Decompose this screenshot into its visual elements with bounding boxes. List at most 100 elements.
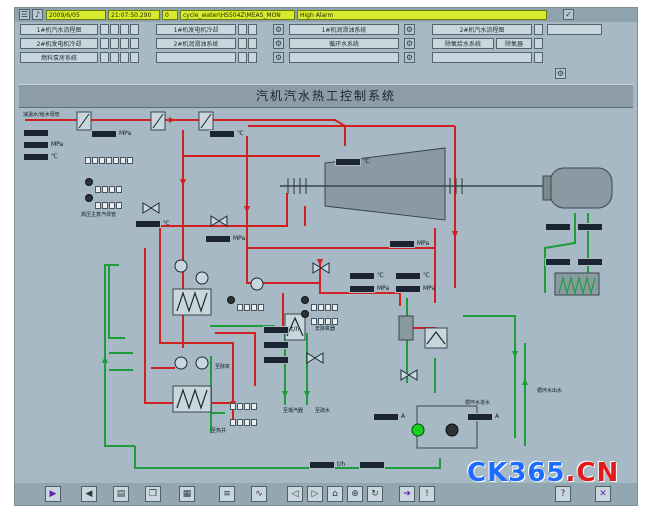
nav-cell[interactable] [110,52,119,63]
nav-blank[interactable] [547,24,602,35]
valves [142,202,418,381]
nav-cell[interactable] [110,38,119,49]
chart-icon[interactable]: ▦ [179,486,195,502]
alarm-status[interactable]: High Alarm [297,10,547,20]
alarm-bell-icon[interactable]: ♪ [32,9,43,20]
nav-cell[interactable] [238,38,247,49]
help-icon[interactable]: ? [555,486,571,502]
nav-cell[interactable] [110,24,119,35]
nav-cell[interactable] [130,24,139,35]
unit-label: ℃ [51,153,58,160]
nav-unit1-generator-cooling[interactable]: 1#机发电机冷却 [156,24,236,35]
nav-cell[interactable] [248,52,257,63]
bearing-marks [287,178,463,194]
copy-icon[interactable]: ❐ [145,486,161,502]
nav-cell[interactable] [100,38,109,49]
print-icon[interactable]: ▤ [113,486,129,502]
nav-cell[interactable] [100,52,109,63]
home-icon[interactable]: ⌂ [327,486,343,502]
desuperheat-water-label: 高压主蒸汽母管 [81,212,117,218]
menu-icon[interactable]: ☰ [19,9,30,20]
nav-deaerator[interactable]: 除氧器 [496,38,532,49]
supply-water-label: 循环水出水 [537,388,563,394]
nav-cell[interactable] [248,24,257,35]
unit-label: t/h [291,326,300,333]
nav-cell[interactable] [248,38,257,49]
settings-icon[interactable]: ⚙ [555,68,566,79]
exit-icon[interactable]: ✕ [595,486,611,502]
nav-deaerator-feedwater[interactable]: 除氧给水系统 [432,38,494,49]
nav-blank[interactable] [289,52,399,63]
unit-label: ℃ [363,158,370,165]
value-display [263,341,289,349]
gear-icon[interactable]: ⚙ [404,38,415,49]
value-display [577,223,603,231]
nav-unit1-steam-water[interactable]: 1#机汽水流程图 [20,24,98,35]
nav-cell[interactable] [120,52,129,63]
play-icon[interactable]: ▶ [45,486,61,502]
value-display [209,130,235,138]
nav-cell[interactable] [120,24,129,35]
to-deaerator-label: 去除氧器 [315,326,336,332]
nav-unit2-steam-water[interactable]: 2#机汽水流程图 [432,24,532,35]
value-display [23,141,49,149]
alarm-tag: cycle_water\HS504Z\MEAS_MON [180,10,295,20]
value-display [349,285,375,293]
nav-cell[interactable] [534,24,543,35]
return-water-label: 循环水进水 [465,400,491,406]
status-led [85,194,93,202]
to-deaerator-short-label: 至除氧 [215,364,231,370]
forward-icon[interactable]: ➜ [399,486,415,502]
pump-running-icon [411,423,425,437]
indicator-row [85,149,134,164]
value-display [545,223,571,231]
nav-blank[interactable] [156,52,236,63]
value-display [545,258,571,266]
nav-circulating-water[interactable]: 循环水系统 [289,38,399,49]
gear-icon[interactable]: ⚙ [273,24,284,35]
value-display [23,153,49,161]
unit-label: ℃ [423,272,430,279]
status-led [227,296,235,304]
nav-unit1-lube-oil[interactable]: 1#机润滑油系统 [289,24,399,35]
nav-cell[interactable] [238,24,247,35]
gear-icon[interactable]: ⚙ [273,38,284,49]
next-icon[interactable]: ▷ [307,486,323,502]
bottom-toolbar: ▶ ◀ ▤ ❐ ▦ ≡ ∿ ◁ ▷ ⌂ ⊕ ↻ ➜ ! ? ✕ [15,483,637,505]
indicator-row [311,310,339,325]
refresh-icon[interactable]: ↻ [367,486,383,502]
nav-cell[interactable] [534,52,543,63]
prev-icon[interactable]: ◁ [287,486,303,502]
nav-unit2-lube-oil[interactable]: 2#机润滑油系统 [156,38,236,49]
alarm-ack-icon[interactable]: ✓ [563,9,574,20]
alarm-icon[interactable]: ! [419,486,435,502]
nav-cell[interactable] [100,24,109,35]
nav-cell[interactable] [120,38,129,49]
hmi-screen: ☰ ♪ 2009/6/05 21:07:50.290 0 cycle_water… [14,7,638,506]
nav-unit2-generator-cooling[interactable]: 2#机发电机冷却 [20,38,98,49]
nav-cell[interactable] [238,52,247,63]
to-condenser-label: 至凝汽器 [283,408,304,414]
nav-cell[interactable] [534,38,543,49]
trend-icon[interactable]: ∿ [251,486,267,502]
steam-turbine [324,147,446,221]
gear-icon[interactable]: ⚙ [273,52,284,63]
indicator-row [230,395,258,410]
nav-blank[interactable] [432,52,532,63]
value-display [395,272,421,280]
alarm-date: 2009/6/05 [46,10,106,20]
gear-icon[interactable]: ⚙ [404,52,415,63]
alarm-time: 21:07:50.290 [108,10,160,20]
back-icon[interactable]: ◀ [81,486,97,502]
to-hotwell-label: 至热井 [211,428,227,434]
value-display [135,220,161,228]
nav-cell[interactable] [130,38,139,49]
zoom-icon[interactable]: ⊕ [347,486,363,502]
gear-icon[interactable]: ⚙ [404,24,415,35]
value-display [23,129,49,137]
value-display [389,240,415,248]
list-icon[interactable]: ≡ [219,486,235,502]
nav-cell[interactable] [130,52,139,63]
value-display [577,258,603,266]
nav-fuel-pump-room[interactable]: 燃料泵房系统 [20,52,98,63]
